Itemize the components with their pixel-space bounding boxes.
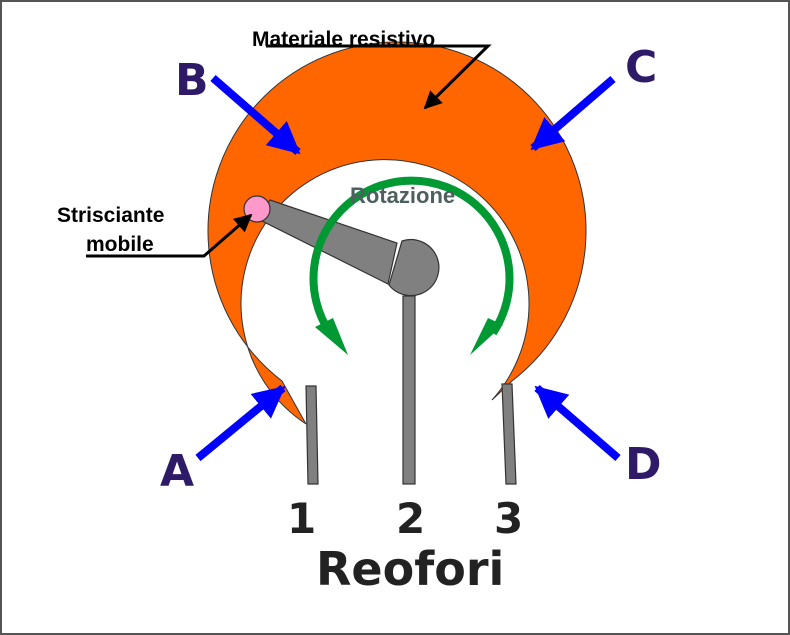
pointer-arrow-c <box>530 75 616 152</box>
wiper-callout-line <box>86 213 253 258</box>
rotation-label: Rotazione <box>350 183 455 208</box>
pointer-arrow-d <box>534 384 621 462</box>
pin-label-3: 3 <box>494 494 523 543</box>
rotation-arrowhead-left <box>315 318 348 355</box>
wiper-pivot <box>388 238 440 297</box>
point-label-c: C <box>625 42 657 93</box>
point-label-a: A <box>160 446 194 497</box>
pointer-arrow-b <box>210 74 301 156</box>
pin-label-1: 1 <box>287 494 316 543</box>
material-callout-line <box>266 44 492 110</box>
point-label-d: D <box>625 439 662 490</box>
terminal-1 <box>305 385 319 485</box>
leads-title: Reofori <box>316 542 504 596</box>
point-label-b: B <box>175 55 209 106</box>
rotation-arrow <box>309 176 514 336</box>
pointer-arrow-a <box>195 384 286 462</box>
terminal-2 <box>402 295 416 485</box>
material-label: Materiale resistivo <box>252 28 435 51</box>
rotation-arrowhead-right <box>470 318 503 355</box>
terminal-3 <box>501 383 517 485</box>
wiper-label-line1: Strisciante <box>57 204 164 227</box>
pin-label-2: 2 <box>396 494 425 543</box>
wiper-label-line2: mobile <box>86 233 154 256</box>
